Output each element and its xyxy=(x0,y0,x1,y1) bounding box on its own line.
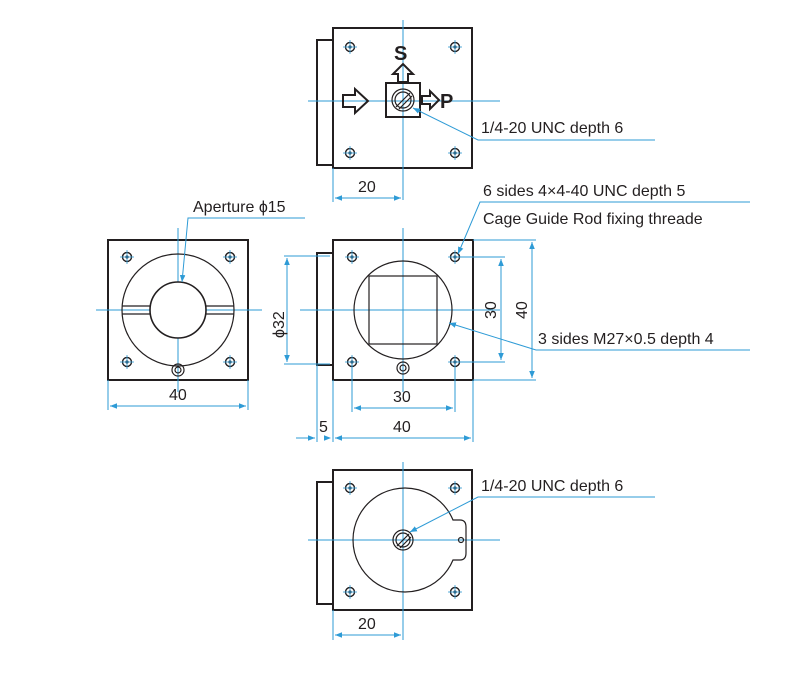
p-arrow-icon xyxy=(421,88,441,112)
left-bottom-screw-inner xyxy=(174,366,182,374)
thread-hole-inner xyxy=(394,91,412,109)
aperture-leader xyxy=(179,217,305,283)
label-s: S xyxy=(394,43,407,65)
front-bottom-screw-inner xyxy=(399,364,407,372)
top-dim-width: 20 xyxy=(358,179,376,196)
phi-dim-label: ϕ32 xyxy=(271,311,288,338)
bottom-thread-hatch xyxy=(399,536,412,549)
bottom-callout-text: 1/4-20 UNC depth 6 xyxy=(481,478,623,495)
bottom-callout-leader xyxy=(409,496,655,533)
thread-hatch xyxy=(395,92,411,108)
left-outer-ring xyxy=(121,253,235,367)
top-callout-text: 1/4-20 UNC depth 6 xyxy=(481,120,623,137)
front-view: 6 sides 4×4-40 UNC depth 5 Cage Guide Ro… xyxy=(271,183,750,442)
thread-leader xyxy=(448,322,750,351)
input-arrow-icon xyxy=(342,86,370,116)
left-dim-width: 40 xyxy=(169,387,187,404)
bottom-thread-hatch xyxy=(396,533,410,547)
bottom-thread-hole-inner xyxy=(395,532,411,548)
top-view: S P 1/4-20 UNC depth 6 20 xyxy=(308,20,655,202)
left-view: Aperture ϕ15 40 xyxy=(96,199,305,410)
s-arrow-icon xyxy=(390,62,416,83)
top-view-flange xyxy=(316,39,335,166)
inner-h-dim-label: 30 xyxy=(393,389,411,406)
thread-callout: 3 sides M27×0.5 depth 4 xyxy=(538,331,714,348)
inner-v-dim-label: 30 xyxy=(483,301,500,319)
bottom-view: 1/4-20 UNC depth 6 20 xyxy=(308,462,655,640)
aperture-callout: Aperture ϕ15 xyxy=(193,199,286,216)
front-bottom-screw xyxy=(396,361,410,375)
label-p: P xyxy=(440,91,453,113)
front-inner-square xyxy=(368,275,438,345)
front-view-flange xyxy=(316,252,335,366)
thread-hatch xyxy=(398,95,413,110)
left-bottom-screw xyxy=(171,363,185,377)
bottom-side-screw xyxy=(457,536,465,544)
flange-dim-label: 5 xyxy=(319,419,328,436)
bottom-dim-width: 20 xyxy=(358,616,376,633)
outer-v-dim-label: 40 xyxy=(514,301,531,319)
bottom-outline xyxy=(352,487,467,593)
bottom-view-flange xyxy=(316,481,335,605)
outer-h-dim-label: 40 xyxy=(393,419,411,436)
rod-callout: Cage Guide Rod fixing threade xyxy=(483,211,703,228)
thread-hole-outer xyxy=(391,88,415,112)
aperture xyxy=(149,281,207,339)
bottom-thread-hole-outer xyxy=(392,529,414,551)
top-callout-leader xyxy=(412,107,655,141)
holes-callout: 6 sides 4×4-40 UNC depth 5 xyxy=(483,183,685,200)
holes-leader xyxy=(457,201,750,255)
front-thread-circle xyxy=(353,260,453,360)
